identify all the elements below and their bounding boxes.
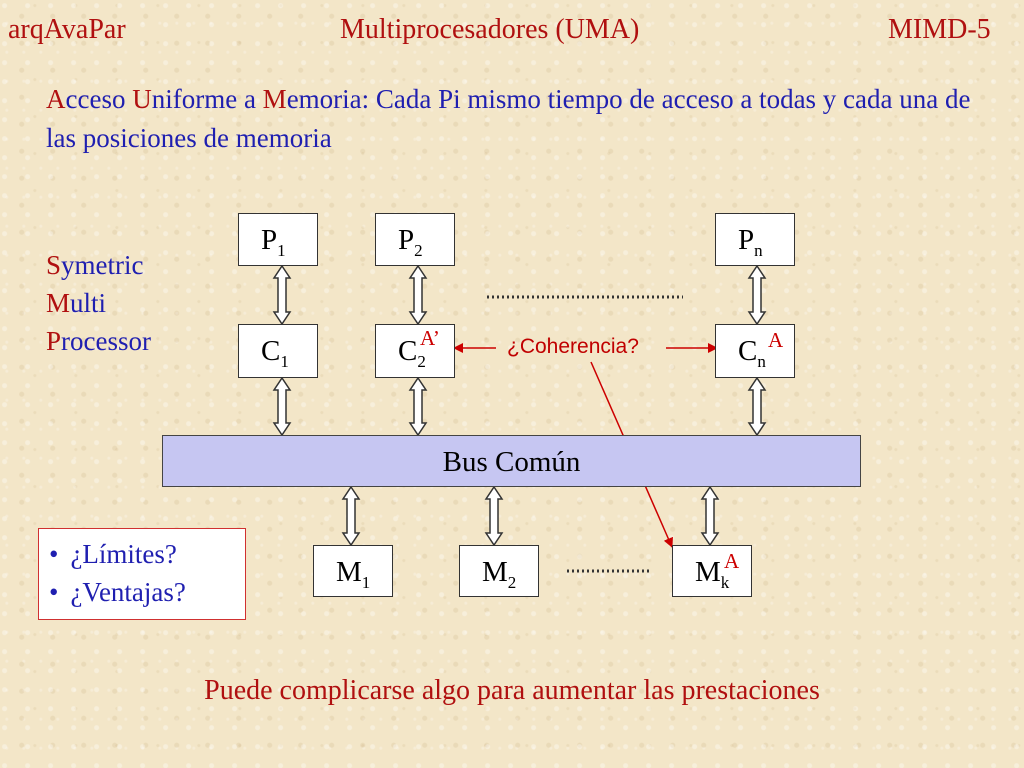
cache-1-letter: C	[261, 335, 281, 367]
cache-2-sub: 2	[417, 352, 426, 371]
memory-1-letter: M	[336, 556, 362, 588]
processor-n-letter: P	[738, 224, 755, 256]
questions-list: ¿Límites? ¿Ventajas?	[39, 535, 245, 611]
slide-title: Multiprocesadores (UMA)	[340, 14, 640, 45]
header-left-label: arqAvaPar	[8, 14, 126, 45]
intro-initial-a: A	[46, 84, 66, 114]
cache-box-n: Cn	[715, 324, 795, 378]
smp-initial-s: S	[46, 250, 62, 280]
c1-bus-arrow	[272, 376, 292, 437]
memory-box-2: M2	[459, 545, 539, 597]
question-advantages: ¿Ventajas?	[49, 573, 245, 611]
coherence-label: ¿Coherencia?	[507, 335, 639, 358]
memory-box-1: M1	[313, 545, 393, 597]
processor-box-n: Pn	[715, 213, 795, 266]
bus-m1-arrow	[341, 485, 361, 547]
bus-mk-arrow	[700, 485, 720, 547]
intro-acceso: cceso	[65, 84, 133, 114]
memory-box-k: Mk	[672, 545, 752, 597]
processor-1-sub: 1	[277, 241, 286, 260]
cache-n-sup: A	[768, 328, 784, 352]
intro-memoria: emoria:	[286, 84, 376, 114]
bus-m2-arrow	[484, 485, 504, 547]
cache-1-sub: 1	[280, 352, 289, 371]
questions-box: ¿Límites? ¿Ventajas?	[38, 528, 246, 620]
cn-bus-arrow	[747, 376, 767, 437]
footer-note: Puede complicarse algo para aumentar las…	[204, 675, 820, 706]
intro-initial-m: M	[262, 84, 287, 114]
processor-1-letter: P	[261, 224, 278, 256]
smp-label: Symetric Multi Processor	[46, 246, 151, 360]
cache-n-sub: n	[757, 352, 766, 371]
processor-2-sub: 2	[414, 241, 423, 260]
smp-line-processor: Processor	[46, 322, 151, 360]
smp-line-symetric: Symetric	[46, 246, 151, 284]
p1-c1-arrow	[272, 264, 292, 326]
processor-n-sub: n	[754, 241, 763, 260]
intro-initial-u: U	[132, 84, 152, 114]
memory-k-letter: M	[695, 556, 721, 588]
intro-uniforme: niforme a	[151, 84, 263, 114]
header-right-label: MIMD-5	[888, 14, 991, 45]
common-bus: Bus Común	[162, 435, 861, 487]
smp-rest-symetric: ymetric	[61, 250, 144, 280]
smp-rest-processor: rocessor	[61, 326, 151, 356]
smp-line-multi: Multi	[46, 284, 151, 322]
question-limits: ¿Límites?	[49, 535, 245, 573]
pn-cn-arrow	[747, 264, 767, 326]
memory-2-letter: M	[482, 556, 508, 588]
memory-k-sup: A	[724, 549, 740, 573]
memory-k-sub: k	[720, 573, 730, 592]
smp-initial-m: M	[46, 288, 71, 318]
intro-paragraph: Acceso Uniforme a Memoria: Cada Pi mismo…	[46, 80, 986, 158]
memory-1-sub: 1	[361, 573, 371, 592]
c2-bus-arrow	[408, 376, 428, 437]
p2-c2-arrow	[408, 264, 428, 326]
processor-box-2: P2	[375, 213, 455, 266]
cache-box-1: C1	[238, 324, 318, 378]
smp-initial-p: P	[46, 326, 62, 356]
processor-box-1: P1	[238, 213, 318, 266]
cache-2-letter: C	[398, 335, 418, 367]
memory-2-sub: 2	[507, 573, 517, 592]
smp-rest-multi: ulti	[70, 288, 107, 318]
cache-n-letter: C	[738, 335, 758, 367]
cache-2-sup: A’	[420, 326, 440, 350]
cache-box-2: C2	[375, 324, 455, 378]
intro-text: Cada Pi mismo tiempo de acceso a todas y…	[46, 84, 971, 153]
processor-2-letter: P	[398, 224, 415, 256]
